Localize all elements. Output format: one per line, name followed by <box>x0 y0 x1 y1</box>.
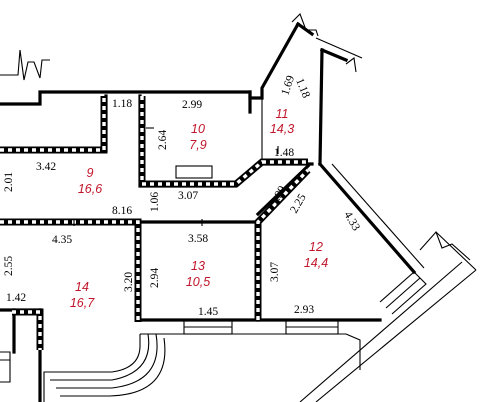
hatched-partitions <box>0 96 311 350</box>
dim-1-45: 1.45 <box>198 306 218 318</box>
dimension-labels: 1.18 2.99 2.64 1.69 1.18 1.48 3.42 2.01 … <box>3 74 362 318</box>
room-9-label: 9 16,6 <box>78 166 102 196</box>
dim-1-18-top: 1.18 <box>112 98 132 110</box>
dim-3-07-right: 3.07 <box>269 262 281 282</box>
dim-1-42: 1.42 <box>6 292 26 304</box>
outer-walls <box>0 13 477 402</box>
room-number: 9 <box>87 166 94 180</box>
room-number: 13 <box>191 259 205 273</box>
dim-2-99: 2.99 <box>182 99 202 111</box>
room-number: 10 <box>191 122 205 136</box>
dim-8-16: 8.16 <box>112 205 132 217</box>
dim-3-07-top: 3.07 <box>178 190 198 202</box>
dim-1-18-diag: 1.18 <box>293 77 312 100</box>
room-labels: 9 16,6 10 7,9 11 14,3 12 14,4 13 10,5 14… <box>70 107 328 310</box>
dim-3-42: 3.42 <box>36 161 56 173</box>
dim-2-01: 2.01 <box>3 172 15 192</box>
room-11-label: 11 14,3 <box>270 107 294 136</box>
dim-2-94: 2.94 <box>149 268 161 288</box>
room-area: 14,3 <box>270 122 294 136</box>
dim-1-48: 1.48 <box>274 147 294 159</box>
dim-2-64: 2.64 <box>157 130 169 150</box>
dim-1-69: 1.69 <box>279 74 297 97</box>
room-area: 14,4 <box>304 256 328 270</box>
dim-1-06: 1.06 <box>149 192 161 212</box>
dim-3-58: 3.58 <box>188 233 208 245</box>
dim-2-25: 2.25 <box>288 192 309 216</box>
room-area: 16,6 <box>78 182 102 196</box>
room-14-label: 14 16,7 <box>70 280 95 310</box>
dim-4-33: 4.33 <box>341 210 362 234</box>
room-number: 11 <box>276 107 289 121</box>
room-number: 14 <box>75 280 89 294</box>
room-area: 7,9 <box>189 138 206 152</box>
dim-2-93: 2.93 <box>294 304 314 316</box>
dim-3-20: 3.20 <box>123 272 135 292</box>
dimension-ticks <box>73 127 279 226</box>
room-area: 16,7 <box>70 296 95 310</box>
room-13-label: 13 10,5 <box>186 259 210 289</box>
dim-2-55: 2.55 <box>3 256 15 276</box>
room-area: 10,5 <box>186 275 210 289</box>
room-12-label: 12 14,4 <box>304 240 328 270</box>
room-10-label: 10 7,9 <box>189 122 206 152</box>
dim-4-35: 4.35 <box>52 234 72 246</box>
room-number: 12 <box>309 240 323 254</box>
